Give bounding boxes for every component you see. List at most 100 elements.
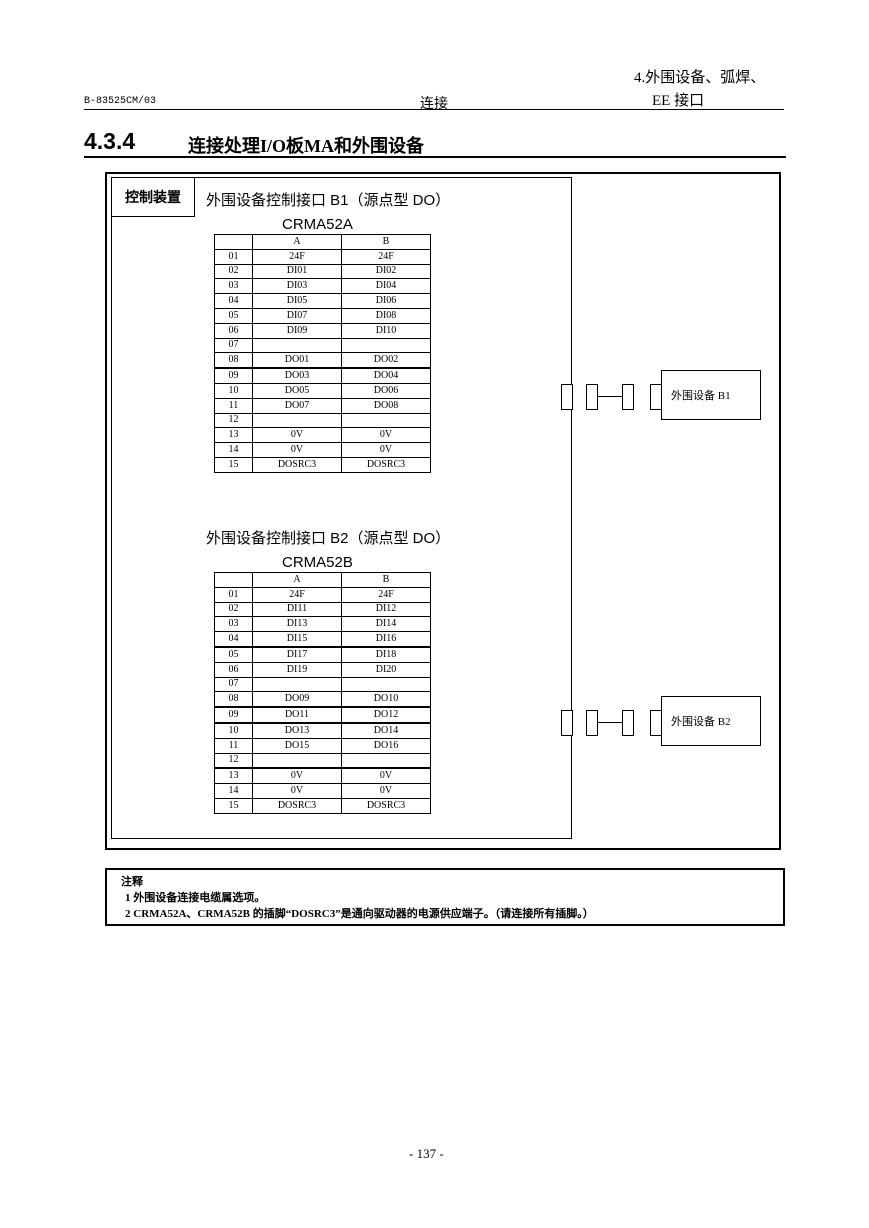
pin-signal: DI16 xyxy=(341,631,431,648)
note-item-2: 2 CRMA52A、CRMA52B 的插脚“DOSRC3”是通向驱动器的电源供应… xyxy=(125,908,594,920)
pin-signal xyxy=(252,337,342,354)
pin-signal: DO14 xyxy=(341,721,431,739)
pin-signal: DO07 xyxy=(252,397,342,414)
section-rule xyxy=(84,156,786,158)
pin-number: 07 xyxy=(214,337,253,354)
pin-signal: DO08 xyxy=(341,397,431,414)
pin-signal xyxy=(341,337,431,354)
pin-signal xyxy=(341,676,431,693)
pin-signal: 24F xyxy=(252,248,342,265)
pin-number: 15 xyxy=(214,797,253,814)
pin-signal: DI19 xyxy=(252,661,342,678)
pin-signal: DO16 xyxy=(341,737,431,754)
column-header: A xyxy=(252,234,342,250)
note-item-1: 1 外围设备连接电缆属选项。 xyxy=(125,892,266,904)
notes-box: 注释 1 外围设备连接电缆属选项。 2 CRMA52A、CRMA52B 的插脚“… xyxy=(105,868,785,926)
pin-signal xyxy=(252,752,342,769)
pin-signal: DI14 xyxy=(341,616,431,633)
cable-wire-b2 xyxy=(598,722,622,723)
pin-number: 03 xyxy=(214,278,253,295)
pin-signal: 24F xyxy=(341,248,431,265)
chapter-title-line2: EE 接口 xyxy=(652,93,705,109)
pin-signal: DI18 xyxy=(341,645,431,663)
pin-number: 02 xyxy=(214,601,253,618)
pin-number: 05 xyxy=(214,645,253,663)
column-header: B xyxy=(341,234,431,250)
pin-number: 10 xyxy=(214,721,253,739)
board-connector-b1 xyxy=(561,384,573,410)
pin-signal: DO10 xyxy=(341,691,431,708)
pin-signal: DI03 xyxy=(252,278,342,295)
cable-plug-right-b2 xyxy=(622,710,634,736)
pin-number: 11 xyxy=(214,397,253,414)
pin-number: 08 xyxy=(214,352,253,369)
cable-plug-left-b2 xyxy=(586,710,598,736)
connector-name-b2: CRMA52B xyxy=(282,554,353,571)
page-number: - 137 - xyxy=(409,1146,444,1161)
pin-signal: 0V xyxy=(341,442,431,458)
cable-plug-right-b1 xyxy=(622,384,634,410)
pin-number: 06 xyxy=(214,322,253,339)
pin-signal: 0V xyxy=(252,427,342,444)
pin-number: 10 xyxy=(214,382,253,399)
pin-signal: DI17 xyxy=(252,645,342,663)
pin-number: 11 xyxy=(214,737,253,754)
pin-number: 13 xyxy=(214,767,253,785)
pin-signal xyxy=(341,412,431,429)
interface-title-b2: 外围设备控制接口 B2（源点型 DO） xyxy=(206,530,451,547)
pin-signal: DOSRC3 xyxy=(252,456,342,473)
pin-signal: DO15 xyxy=(252,737,342,754)
pin-signal: DO05 xyxy=(252,382,342,399)
pin-signal: DI15 xyxy=(252,631,342,648)
controller-label: 控制装置 xyxy=(112,178,195,217)
pin-number: 05 xyxy=(214,307,253,324)
table-row: 07 xyxy=(214,337,431,354)
pin-signal: DI02 xyxy=(341,263,431,280)
table-row: 12 xyxy=(214,752,431,769)
pin-signal: DI04 xyxy=(341,278,431,295)
pin-number: 13 xyxy=(214,427,253,444)
column-header: B xyxy=(341,572,431,588)
pin-signal: 0V xyxy=(341,767,431,785)
pin-signal: DO06 xyxy=(341,382,431,399)
pin-signal: DO13 xyxy=(252,721,342,739)
pin-signal: DOSRC3 xyxy=(341,797,431,814)
interface-title-b1: 外围设备控制接口 B1（源点型 DO） xyxy=(206,192,451,209)
table-row: 12 xyxy=(214,412,431,429)
pin-signal: DI12 xyxy=(341,601,431,618)
pin-number: 15 xyxy=(214,456,253,473)
pin-signal xyxy=(252,412,342,429)
pin-number: 14 xyxy=(214,442,253,458)
pin-number: 08 xyxy=(214,691,253,708)
pin-number: 12 xyxy=(214,752,253,769)
pin-signal: 24F xyxy=(252,586,342,603)
diagram-outer-frame xyxy=(105,172,781,850)
pin-number: 07 xyxy=(214,676,253,693)
pin-signal xyxy=(341,752,431,769)
column-header xyxy=(214,572,253,588)
